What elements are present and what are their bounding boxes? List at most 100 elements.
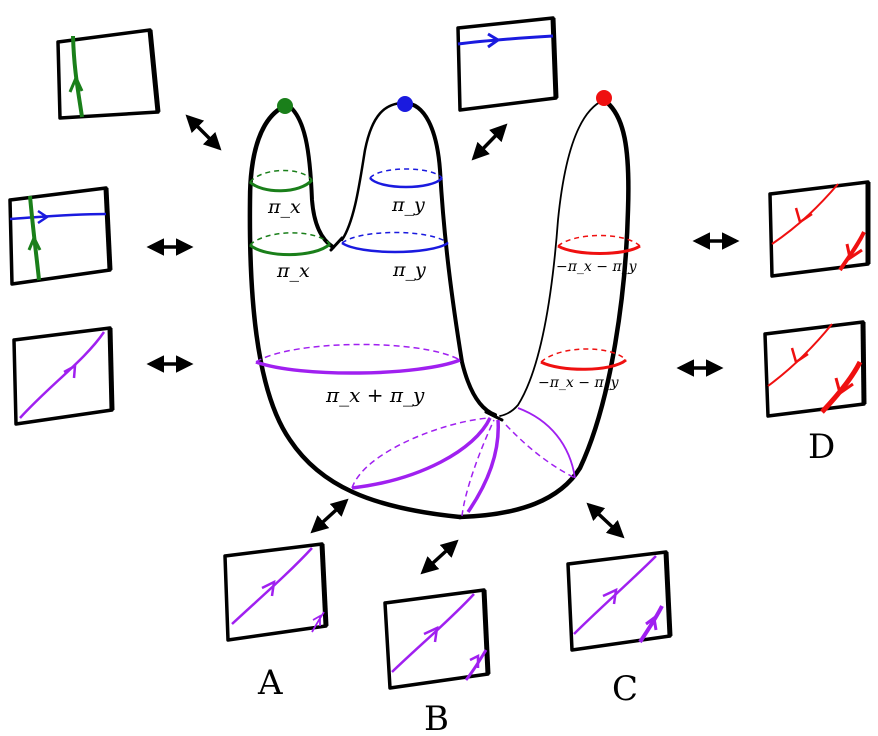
purple-a-front [351,417,492,490]
green-cycle-upper-front [248,178,314,193]
purple-arrowhead-long [423,625,439,643]
square-frame [8,186,112,286]
label-blue-upper: π_y [391,194,425,216]
surface-bottom-right [457,97,631,520]
panel-letters: A B C D [257,427,835,736]
double-headed-arrow-icon [471,123,508,161]
square-frame [456,16,558,112]
torus-square-green [56,28,161,120]
purple-arrowhead-long [602,587,618,605]
purple-cycles [255,343,576,517]
panel-letter-d: D [808,427,835,467]
label-red-lower: −π_x − π_y [538,375,620,391]
square-frame [768,180,870,278]
blue-boundary-dot [397,96,413,112]
purple-c-back [505,424,576,479]
blue-cycles [341,168,449,254]
blue-cycle-upper-back [369,168,443,179]
purple-curve-short [311,611,325,633]
blue-cycle-lower-back [341,231,449,244]
purple-b-back [461,419,495,517]
square-frame-thick-right [550,17,559,99]
red-arrowhead-short [845,243,863,261]
red-arrowhead-long [794,207,813,224]
double-headed-arrow-icon [185,114,222,151]
panel-letter-a: A [257,663,283,703]
label-green-lower: π_x [276,260,310,282]
label-blue-lower: π_y [392,259,426,281]
green-leg-inner [286,103,335,249]
purple-arrowhead-long [261,579,276,597]
purple-curve [19,331,106,419]
red-leg-inner [499,99,605,417]
purple-main-back [255,343,461,363]
green-cycle-upper-back [249,169,313,183]
red-cycle-upper-front [557,244,641,255]
purple-main-front [255,358,461,375]
green-cycles [248,169,332,257]
blue-curve [9,212,107,221]
purple-curve-long [391,593,475,673]
correspondence-arrows [146,114,740,575]
red-curve-short [838,231,866,272]
torus-square-c [566,550,673,652]
square-frame [223,542,328,642]
green-curve [71,35,84,118]
crotch-notch-left [329,236,344,252]
green-cycle-lower-front [249,242,332,257]
panel-letter-c: C [612,669,638,709]
surface-labels: π_x π_x π_y π_y −π_x − π_y −π_x − π_y π_… [267,194,638,407]
red-boundary-dot [596,90,612,106]
torus-square-red-lower [763,320,867,418]
square-frame-thick-right [147,29,161,113]
blue-arrowhead [487,32,501,49]
torus-square-green-blue [8,186,113,286]
red-arrowhead-short [834,377,854,396]
square-frame-thick-right [103,187,113,271]
red-cycle-lower-front [540,358,627,371]
label-purple-main: π_x + π_y [325,383,425,407]
green-boundary-dot [277,98,293,114]
square-frame-thick-right [860,321,867,405]
blue-leg-left [340,101,406,242]
torus-square-purple-left [12,326,115,426]
green-cycle-lower-back [249,232,331,246]
purple-arrowhead [63,363,77,379]
double-headed-arrow-icon [586,502,625,539]
red-arrowhead-long [790,347,809,364]
blue-cycle-lower-front [341,241,449,254]
square-frame-thick-right [107,327,115,411]
label-red-upper: −π_x − π_y [556,259,638,275]
square-frame-thick-right [481,589,491,675]
purple-a-back [351,417,491,489]
surface-outline [247,97,631,520]
double-headed-arrow-icon [420,539,459,575]
square-frame-thick-right [663,551,673,637]
red-cycle-lower-back [540,348,627,363]
green-arrowhead [27,234,42,251]
purple-arrowhead-short [312,614,321,626]
double-headed-arrow-icon [310,498,349,534]
purple-arrowhead-short [469,653,480,668]
blue-leg-right [402,101,497,417]
purple-b-front [466,419,500,513]
label-green-upper: π_x [267,196,301,218]
purple-arrowhead-short [645,615,658,631]
boundary-points [277,90,612,114]
red-curve-short [820,360,863,414]
torus-square-blue [456,16,559,112]
panel-letter-b: B [424,699,449,736]
square-frame [763,320,866,418]
crotch-notch-right [484,410,504,422]
square-frame-thick-right [319,543,329,627]
green-arrowhead [68,74,84,93]
purple-curve-long [231,547,313,625]
red-cycles [540,234,641,371]
green-curve [28,195,41,281]
blue-curve [457,34,554,46]
blue-arrowhead [37,209,50,225]
torus-square-b [383,588,491,690]
purple-c-front [517,407,576,479]
torus-square-a [223,542,329,642]
